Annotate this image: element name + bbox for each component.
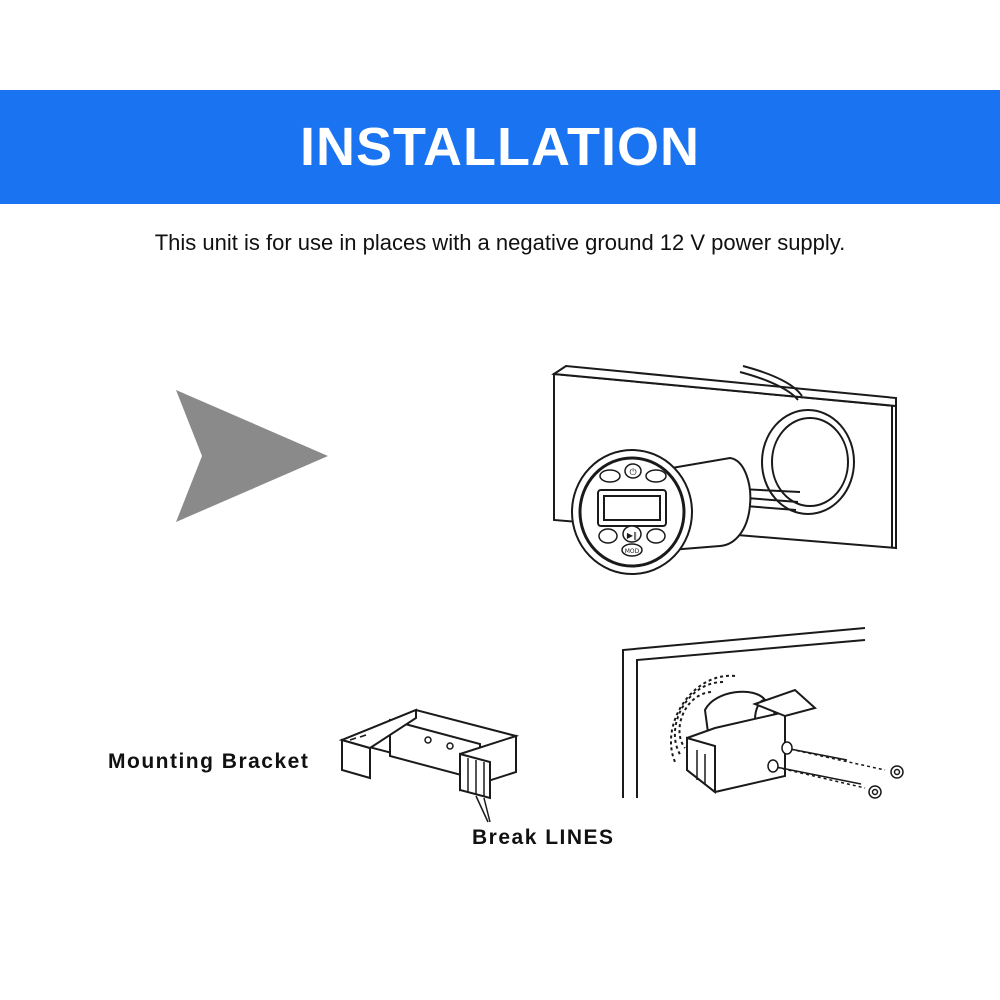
mounting-bracket-illustration	[338, 708, 520, 823]
break-lines-label: Break LINES	[472, 826, 615, 849]
intro-text: This unit is for use in places with a ne…	[154, 230, 846, 255]
page-title: INSTALLATION	[300, 117, 700, 177]
mode-button: MOD	[625, 548, 640, 555]
play-pause-button: ▶‖	[627, 531, 637, 540]
panel-mount-illustration: ⏻ ▶‖ MOD	[551, 364, 897, 575]
power-button: ⏻	[629, 467, 636, 478]
mounting-bracket-label: Mounting Bracket	[108, 750, 310, 773]
title-banner: INSTALLATION	[0, 90, 1000, 204]
arrow-right-icon	[176, 390, 328, 522]
bracket-install-illustration	[622, 627, 904, 799]
